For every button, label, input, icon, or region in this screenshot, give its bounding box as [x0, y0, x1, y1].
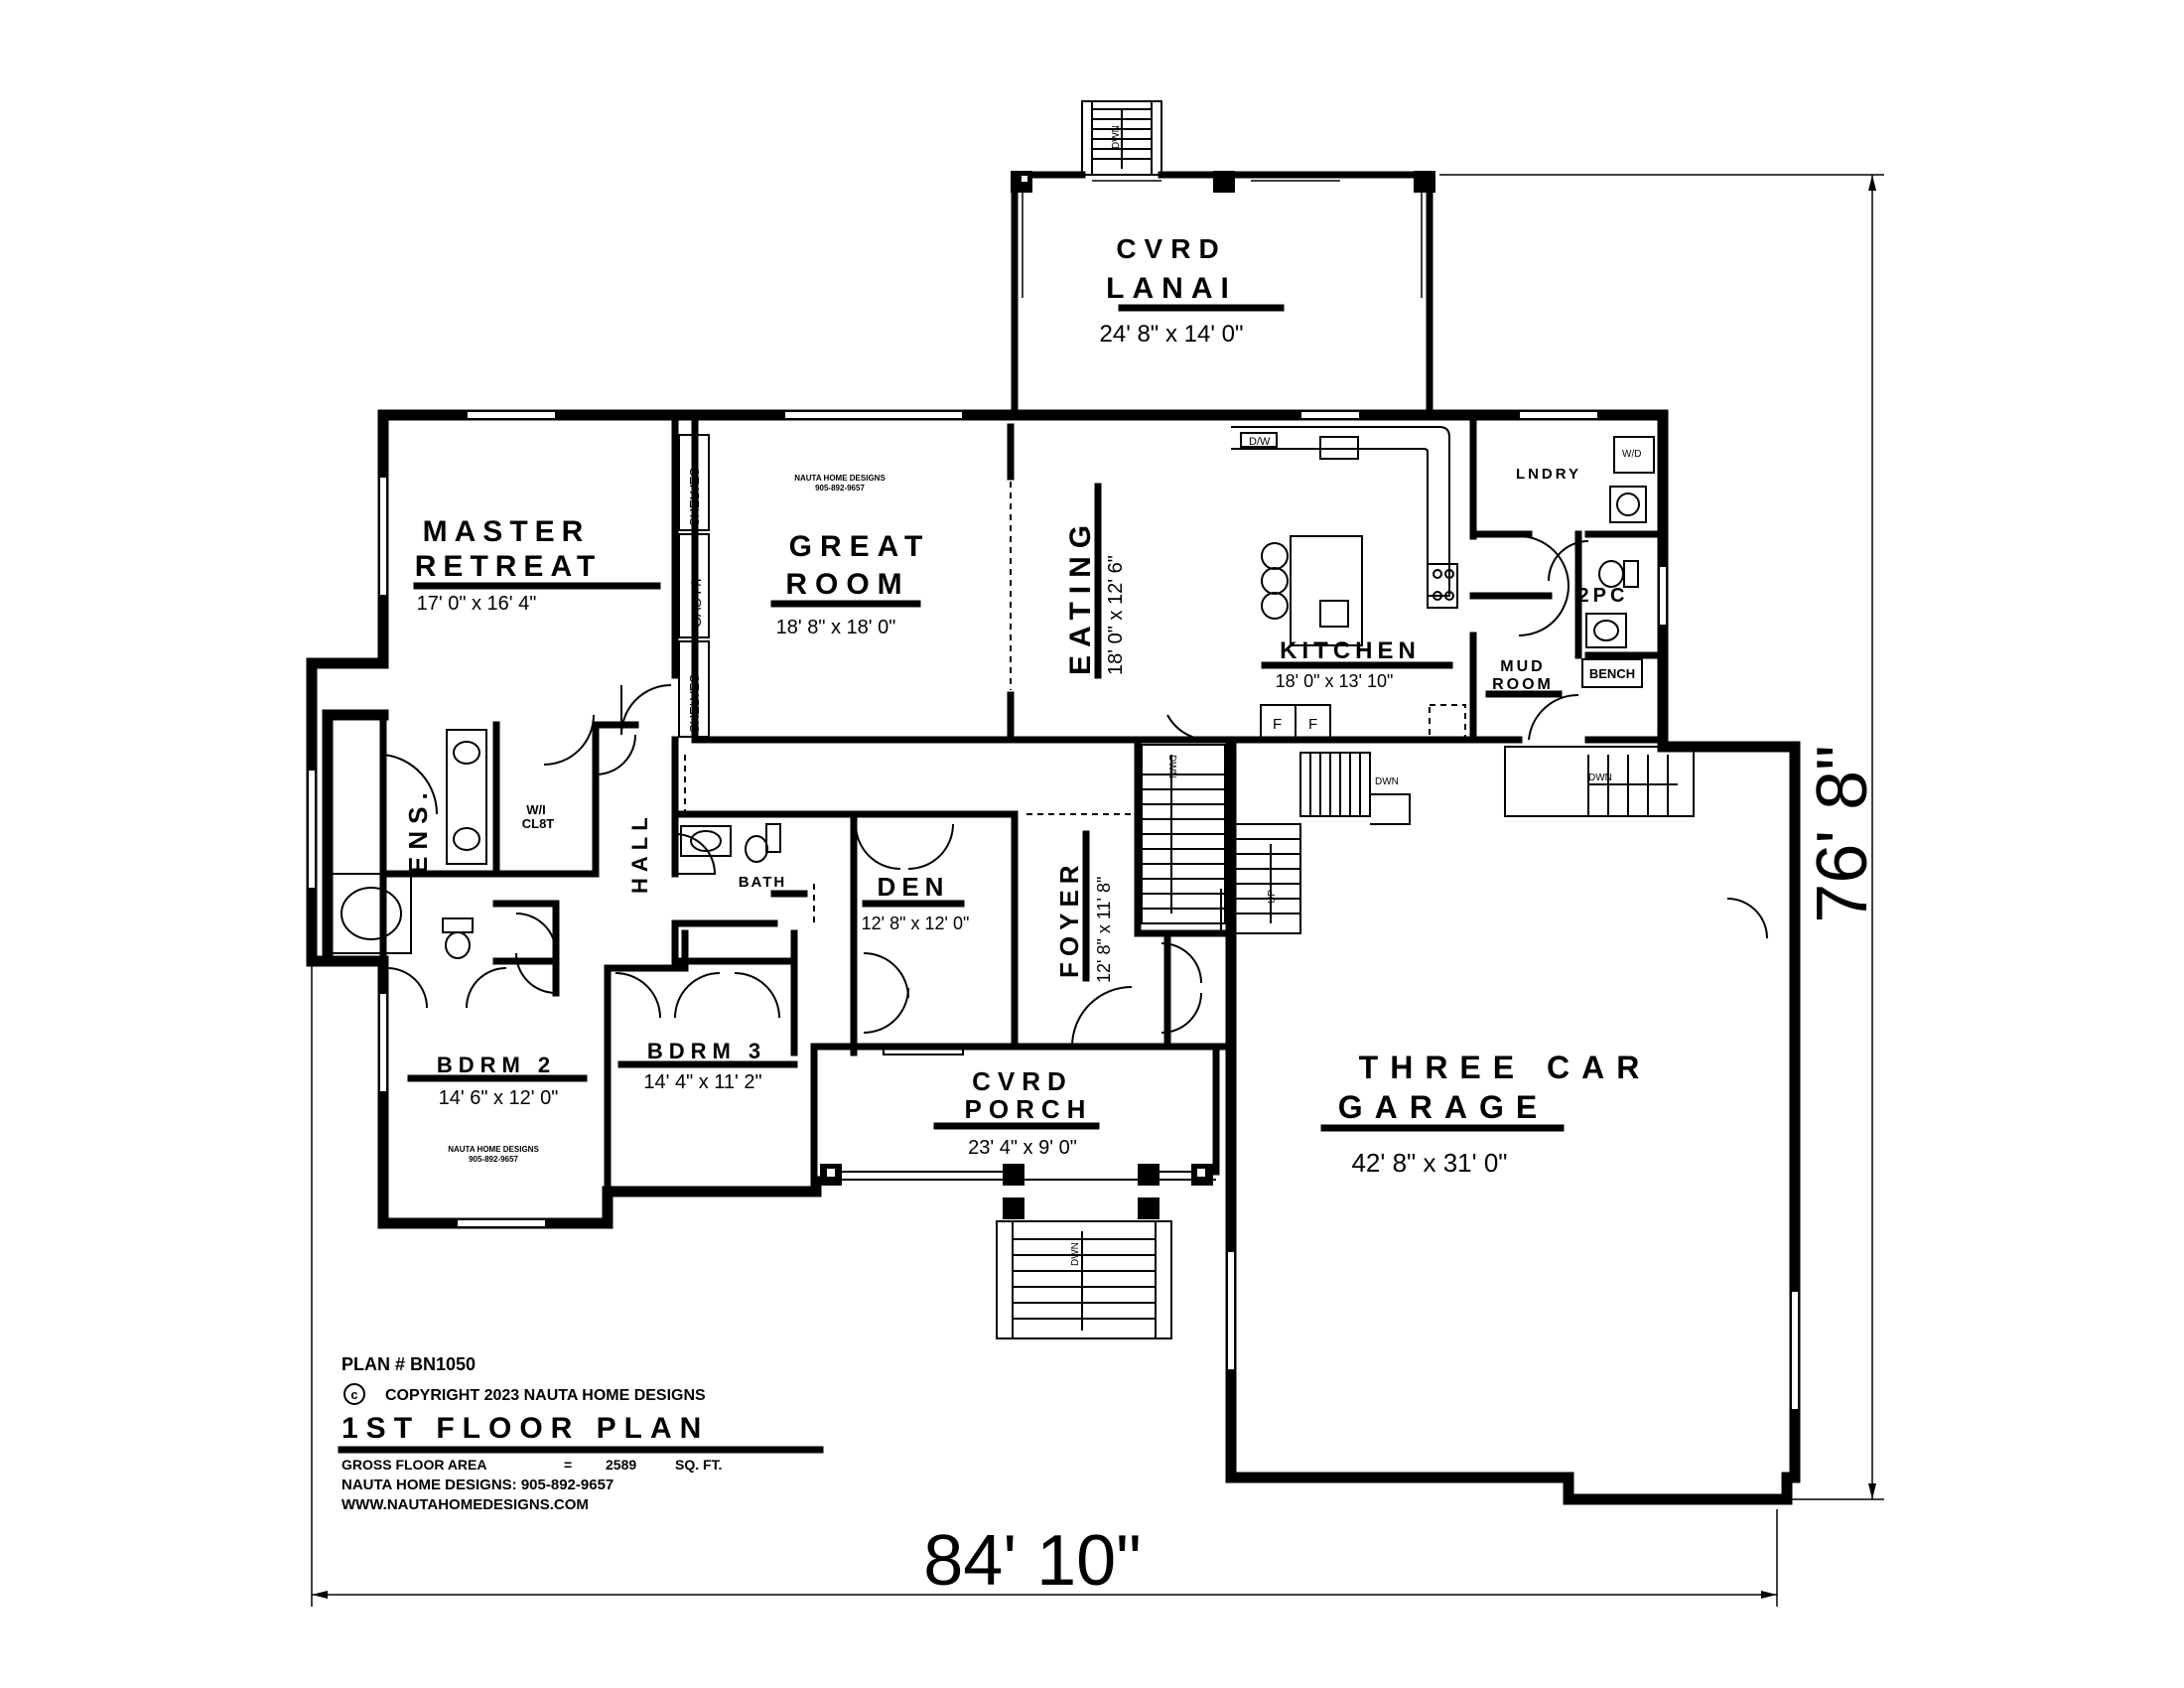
dishwasher-label: D/W	[1249, 436, 1271, 448]
lanai-structure	[1011, 100, 1435, 419]
gross-area-value: 2589	[606, 1457, 636, 1473]
eating-size: 18' 0" x 12' 6"	[1105, 555, 1127, 675]
porch-size: 23' 4" x 9' 0"	[968, 1137, 1077, 1159]
room-labels: CVRD LANAI 24' 8" x 14' 0" MASTER RETREA…	[403, 233, 1652, 1178]
fridge-2-label: F	[1308, 716, 1317, 733]
bdrm3-label: BDRM 3	[647, 1039, 766, 1063]
overall-width: 84' 10"	[923, 1521, 1141, 1601]
interior-stairs	[1141, 744, 1695, 934]
front-stair-label: DWN	[1070, 1242, 1081, 1266]
title-block: PLAN # BN1050 c COPYRIGHT 2023 NAUTA HOM…	[338, 1354, 824, 1513]
eating-label: EATING	[1064, 517, 1097, 675]
great-size: 18' 8" x 18' 0"	[776, 617, 896, 638]
foyer-label: FOYER	[1054, 859, 1084, 978]
lanai-size: 24' 8" x 14' 0"	[1100, 321, 1244, 348]
master-size: 17' 0" x 16' 4"	[417, 593, 537, 615]
watermark-great-name: NAUTA HOME DESIGNS	[794, 474, 886, 483]
copyright-symbol: c	[350, 1387, 357, 1402]
kitchen-fixtures	[1231, 426, 1466, 741]
kitchen-stair-label: DWN	[1375, 776, 1399, 787]
great-label-1: GREAT	[789, 530, 931, 563]
gas-fireplace-label: GAS F/P	[688, 573, 704, 628]
wiclst-label-2: CL8T	[522, 816, 555, 831]
hall-label: HALL	[627, 811, 652, 894]
bath-label: BATH	[739, 874, 787, 891]
great-room-fixtures	[678, 434, 710, 738]
plan-title: 1ST FLOOR PLAN	[341, 1412, 709, 1445]
den-label: DEN	[878, 872, 950, 902]
shelves-bottom-label: SHELVES	[687, 674, 702, 733]
gross-area-unit: SQ. FT.	[675, 1457, 722, 1473]
garage-stair-up-label: UP	[1267, 890, 1278, 904]
interior-walls	[379, 411, 1667, 1227]
wd-label: W/D	[1622, 449, 1641, 460]
den-size: 12' 8" x 12' 0"	[862, 914, 970, 933]
plan-number: PLAN # BN1050	[341, 1354, 476, 1374]
watermark-great-phone: 905-892-9657	[815, 484, 865, 492]
master-label-2: RETREAT	[415, 550, 602, 583]
interior-stair-label: DWN	[1166, 755, 1177, 778]
bath-fixtures	[331, 436, 1655, 959]
porch-structure	[820, 1043, 1220, 1339]
kitchen-label: KITCHEN	[1280, 637, 1421, 664]
bench-label: BENCH	[1589, 666, 1635, 681]
porch-label-1: CVRD	[972, 1066, 1073, 1096]
mud-stair-label: DWN	[1588, 773, 1612, 783]
mud-label-1: MUD	[1500, 658, 1545, 675]
bdrm2-size: 14' 6" x 12' 0"	[439, 1087, 559, 1109]
contact-line: NAUTA HOME DESIGNS: 905-892-9657	[341, 1477, 614, 1493]
gross-area-equals: =	[564, 1457, 572, 1473]
lanai-stair-label: DWN	[1111, 125, 1122, 149]
great-label-2: ROOM	[785, 568, 909, 601]
foyer-size: 12' 8" x 11' 8"	[1094, 877, 1114, 983]
lanai-label-2: LANAI	[1106, 272, 1237, 305]
laundry-label: LNDRY	[1516, 466, 1581, 483]
bdrm2-label: BDRM 2	[437, 1053, 556, 1077]
windows	[307, 410, 1800, 1411]
garage-label-2: GARAGE	[1338, 1089, 1549, 1125]
porch-label-2: PORCH	[965, 1094, 1093, 1124]
master-label-1: MASTER	[423, 515, 591, 548]
garage-size: 42' 8" x 31' 0"	[1351, 1148, 1507, 1178]
kitchen-size: 18' 0" x 13' 10"	[1276, 671, 1394, 691]
shelves-top-label: SHELVES	[687, 468, 702, 526]
overall-dimensions	[311, 174, 1884, 1607]
overall-depth: 76' 8"	[1803, 745, 1882, 922]
watermark-bdrm2-name: NAUTA HOME DESIGNS	[448, 1145, 539, 1154]
doors	[382, 535, 1768, 1048]
lanai-label-1: CVRD	[1116, 233, 1226, 264]
gross-area-label: GROSS FLOOR AREA	[341, 1457, 487, 1473]
ensuite-label: ENS.	[403, 785, 433, 874]
copyright-text: COPYRIGHT 2023 NAUTA HOME DESIGNS	[385, 1387, 706, 1404]
bdrm3-size: 14' 4" x 11' 2"	[643, 1071, 761, 1093]
website-line: WWW.NAUTAHOMEDESIGNS.COM	[341, 1496, 589, 1513]
fridge-1-label: F	[1273, 716, 1282, 733]
garage-label-1: THREE CAR	[1359, 1050, 1652, 1085]
watermark-bdrm2-phone: 905-892-9657	[469, 1155, 518, 1164]
wiclst-label-1: W/I	[526, 802, 546, 817]
mud-label-2: ROOM	[1492, 676, 1554, 693]
twopc-label: 2PC	[1578, 585, 1629, 607]
